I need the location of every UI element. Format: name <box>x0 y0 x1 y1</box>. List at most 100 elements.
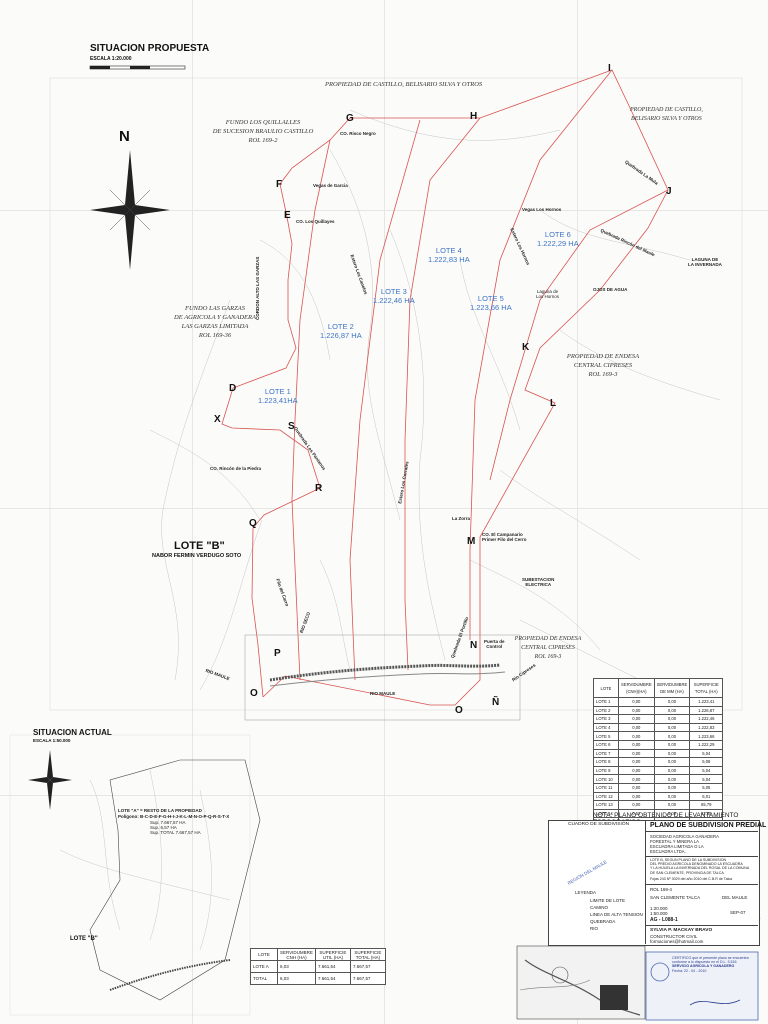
point-o-visible: O <box>455 705 463 716</box>
stamp-text: CERTIFICO que el presente plano se encue… <box>672 956 749 973</box>
table-cell: 0,00 <box>653 765 691 776</box>
north-label-main: N <box>119 128 130 145</box>
table-cell: 6,01 <box>689 791 724 802</box>
table-cell: 0,00 <box>618 739 655 750</box>
table-cell: 0,00 <box>653 714 691 724</box>
table-cell: 6,03 <box>277 960 316 973</box>
title-line <box>645 925 758 926</box>
table-cell: 5,05 <box>689 782 724 793</box>
property-endesa: PROPIEDAD DE ENDESA CENTRAL CIPRESES ROL… <box>566 353 640 378</box>
point-k: K <box>522 342 530 353</box>
table-cell: 5,06 <box>689 757 724 767</box>
table-cell: 1.222,46 <box>689 714 724 724</box>
table-cell: 0,00 <box>653 731 691 741</box>
title-line <box>645 884 758 885</box>
leyenda-title: LEYENDA <box>575 890 597 895</box>
legend-rio: RIO <box>590 926 599 931</box>
legend-linea: LINEA DE ALTA TENSION <box>590 912 643 917</box>
feature-vegas-hornos: Vegas Los Hornos <box>522 207 562 212</box>
inset-sup-1: Sup. 7.667,57 HA <box>150 820 186 825</box>
table-cell: 0,00 <box>653 705 691 716</box>
table-cell: 0,00 <box>618 774 655 784</box>
table-cell: 7.667,57 <box>349 960 386 973</box>
table-cell: LOTE 12 <box>593 791 619 802</box>
inset-sup-2: Sup. 6,57 HA <box>150 825 177 830</box>
table-header: LOTE <box>593 678 619 698</box>
table-cell: LOTE 10 <box>593 774 619 784</box>
property-endesa-bottom: PROPIEDAD DE ENDESA CENTRAL CIPRESES ROL… <box>514 636 582 660</box>
map-title: SITUACION PROPUESTA <box>90 43 210 54</box>
title-line <box>645 856 758 857</box>
table-cell: 7.667,57 <box>349 972 386 985</box>
inset-poligono: Polígono: B-C-D-E-F-G-H-I-J-K-L-M-N-O-P-… <box>118 814 230 819</box>
fold-line <box>384 0 385 1024</box>
feature-ojos-agua: OJOS DE AGUA <box>593 287 628 292</box>
point-m: M <box>467 536 476 547</box>
point-f: F <box>276 179 283 190</box>
property-quillalles: FUNDO LOS QUILLALLES DE SUCESION BRAULIO… <box>212 119 314 144</box>
table-cell: TOTAL <box>250 972 278 985</box>
table-cell: 0,00 <box>618 782 655 793</box>
feature-rio-maule-2: RIO MAULE <box>370 691 396 696</box>
table-cell: 0,00 <box>618 714 655 724</box>
legend-camino: CAMINO <box>590 905 608 910</box>
table-cell: 0,00 <box>618 757 655 767</box>
point-t: S <box>288 421 295 432</box>
escala-1: 1:20.000 <box>650 906 668 911</box>
table-cell: LOTE 13 <box>593 800 619 810</box>
table-cell: LOTE 7 <box>593 748 619 759</box>
legend-limite: LIMITE DE LOTE <box>590 898 626 903</box>
feature-rincon-piedra: CO. Rincón de la Piedra <box>210 466 262 471</box>
table-cell: 0,00 <box>618 722 655 733</box>
point-i: I <box>608 63 611 74</box>
table-cell: 0,00 <box>618 800 655 810</box>
table-cell: 0,00 <box>653 782 691 793</box>
point-enie: Ñ <box>492 697 500 708</box>
feature-cordon: CORDON ALTO LAS GARZAS <box>255 256 260 320</box>
table-cell: LOTE 3 <box>593 714 619 724</box>
table-cell: 0,00 <box>653 791 691 802</box>
table-cell: 7.661,54 <box>314 972 351 985</box>
table-cell: 1.222,29 <box>689 739 724 750</box>
table-cell: 5,04 <box>689 748 724 759</box>
table-cell: LOTE A <box>250 960 278 973</box>
table-cell: LOTE 11 <box>593 782 619 793</box>
table-cell: 0,00 <box>653 697 691 707</box>
legend-quebrada: QUEBRADA <box>590 919 616 924</box>
table-cell: 0,00 <box>653 800 691 810</box>
title-line <box>645 831 758 832</box>
lote-b-title: LOTE "B" <box>174 540 225 552</box>
table-cell: 0,00 <box>653 739 691 750</box>
comuna-value: SAN CLEMENTE <box>650 895 686 900</box>
escala-2: 1:50.000 <box>650 911 668 916</box>
property-castillo-right: PROPIEDAD DE CASTILLO, BELISARIO SILVA Y… <box>630 107 703 122</box>
feature-q-la-zorra: La Zorra <box>452 516 471 521</box>
table-cell: 0,00 <box>618 765 655 776</box>
cuadro-label: CUADRO DE SUBDIVISIÓN <box>568 822 630 827</box>
location-minimap <box>516 945 646 1020</box>
table-header: SERVIDUMBRE DE MM (HA) <box>653 678 691 698</box>
table-cell: 0,00 <box>653 722 691 733</box>
fold-line <box>192 0 193 1024</box>
map-scale: ESCALA 1:20.000 <box>90 56 132 62</box>
table-cell: LOTE 6 <box>593 739 619 750</box>
fecha-value: SEP-07 <box>730 910 746 915</box>
table-cell: LOTE 4 <box>593 722 619 733</box>
